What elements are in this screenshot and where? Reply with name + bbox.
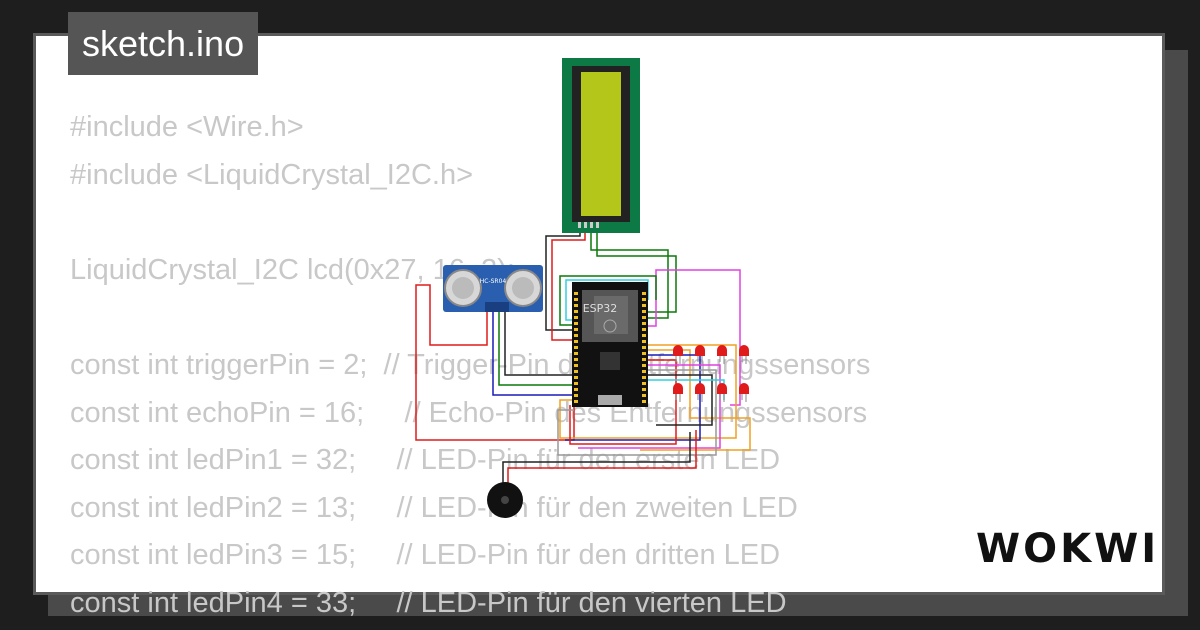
file-name-tab[interactable]: sketch.ino — [68, 12, 259, 75]
esp32-pin[interactable] — [574, 346, 578, 349]
wire-magenta-1 — [646, 269, 741, 406]
esp32-pin[interactable] — [642, 370, 646, 373]
code-line: const int ledPin3 = 15; // LED-Pin für d… — [70, 539, 781, 572]
wire-sensor-vcc — [415, 284, 575, 441]
esp32-pin[interactable] — [642, 376, 646, 379]
code-line: #include <Wire.h> — [70, 111, 304, 143]
esp32-pin[interactable] — [642, 298, 646, 301]
led[interactable] — [695, 345, 705, 364]
code-line: const int ledPin4 = 33; // LED-Pin für d… — [70, 586, 787, 619]
esp32-pin[interactable] — [642, 382, 646, 385]
lcd-display[interactable] — [562, 58, 640, 233]
wire-red-led — [569, 359, 677, 445]
wire-green-2 — [559, 275, 657, 326]
esp32-pin[interactable] — [642, 340, 646, 343]
esp32-pin[interactable] — [574, 376, 578, 379]
led[interactable] — [739, 345, 749, 364]
esp32-pin[interactable] — [642, 394, 646, 397]
esp32-pin[interactable] — [574, 316, 578, 319]
wire-buzzer-1 — [502, 432, 691, 488]
wire-black-1 — [646, 374, 713, 426]
led-array — [673, 345, 749, 402]
wire-lcd-gnd — [545, 228, 581, 331]
wire-magenta-2 — [578, 364, 721, 449]
esp32-pin[interactable] — [574, 292, 578, 295]
led[interactable] — [673, 345, 683, 364]
esp32-pin[interactable] — [574, 370, 578, 373]
ultrasonic-sensor[interactable]: HC-SR04 — [443, 265, 543, 312]
esp32-pin[interactable] — [574, 334, 578, 337]
esp32-pin[interactable] — [642, 322, 646, 325]
wire-lcd-vcc — [551, 228, 586, 341]
esp32-pin[interactable] — [574, 310, 578, 313]
esp32-pin[interactable] — [574, 382, 578, 385]
esp32-pin[interactable] — [574, 388, 578, 391]
wire-lcd-sda — [590, 228, 669, 319]
esp32-pin[interactable] — [574, 394, 578, 397]
esp32-pin[interactable] — [574, 400, 578, 403]
esp32-pin[interactable] — [574, 352, 578, 355]
lcd-pins — [578, 222, 599, 228]
esp32-pin[interactable] — [642, 316, 646, 319]
wire-sensor-trig — [492, 312, 574, 396]
esp32-pin[interactable] — [642, 346, 646, 349]
esp32-pin[interactable] — [642, 310, 646, 313]
code-line: #include <LiquidCrystal_I2C.h> — [70, 158, 474, 191]
esp32-pin[interactable] — [574, 322, 578, 325]
code-listing: #include <Wire.h> #include <LiquidCrystal… — [70, 104, 870, 628]
led[interactable] — [695, 383, 705, 402]
wire-sensor-echo — [498, 312, 574, 386]
esp32-pin[interactable] — [642, 334, 646, 337]
led[interactable] — [717, 345, 727, 364]
esp32-pin[interactable] — [642, 400, 646, 403]
esp32-pin[interactable] — [642, 388, 646, 391]
wire-buzzer-2 — [507, 430, 697, 488]
wire-grey-1 — [557, 369, 717, 456]
wire-sensor-gnd — [504, 312, 574, 376]
esp32-pin[interactable] — [642, 364, 646, 367]
led[interactable] — [673, 383, 683, 402]
esp32-board[interactable]: ESP32 — [572, 282, 648, 407]
esp32-pin[interactable] — [574, 358, 578, 361]
esp32-pins-left — [574, 292, 578, 403]
esp32-pin[interactable] — [574, 364, 578, 367]
esp32-pin[interactable] — [642, 358, 646, 361]
esp32-pin[interactable] — [642, 352, 646, 355]
wire-lcd-scl — [596, 228, 677, 313]
sensor-label: HC-SR04 — [480, 278, 507, 285]
code-line: const int ledPin2 = 13; // LED-Pin für d… — [70, 491, 798, 524]
esp32-pin[interactable] — [642, 304, 646, 307]
esp32-pin[interactable] — [642, 292, 646, 295]
led[interactable] — [717, 383, 727, 402]
led[interactable] — [739, 383, 749, 402]
wire-orange-1 — [559, 344, 737, 439]
esp32-pin[interactable] — [574, 340, 578, 343]
esp32-pin[interactable] — [574, 298, 578, 301]
buzzer[interactable] — [487, 482, 523, 518]
esp32-pin[interactable] — [574, 328, 578, 331]
esp32-pin[interactable] — [574, 304, 578, 307]
wokwi-logo: WOKWI — [976, 526, 1160, 572]
esp32-pin[interactable] — [642, 328, 646, 331]
mcu-label: ESP32 — [583, 302, 618, 315]
esp32-pins-right — [642, 292, 646, 403]
